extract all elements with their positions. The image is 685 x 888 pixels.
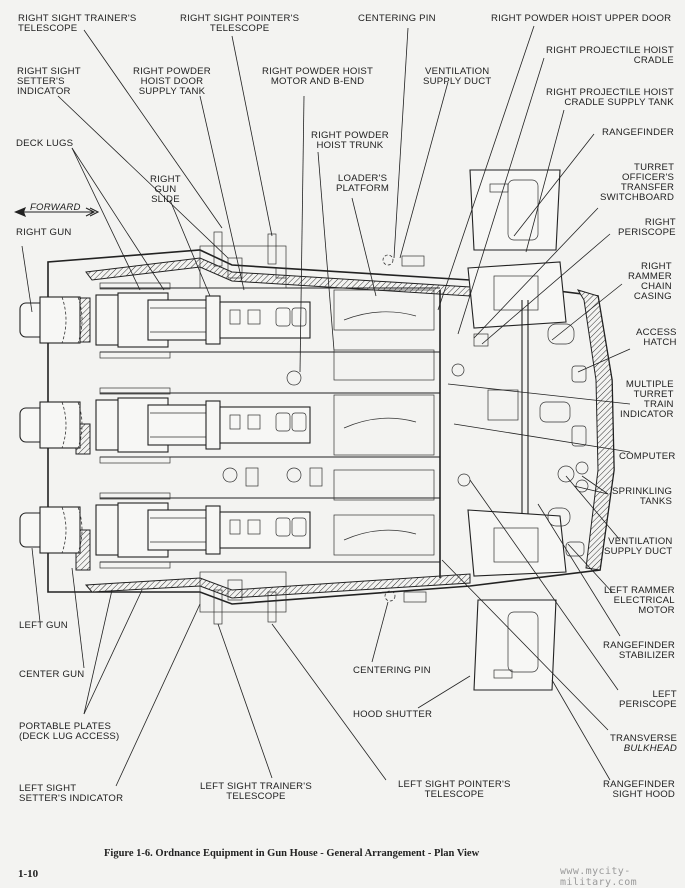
right-sight-station <box>199 231 287 289</box>
label-right-projectile-hoist-cradle-supply-tank: RIGHT PROJECTILE HOIST CRADLE SUPPLY TAN… <box>546 87 674 108</box>
label-left-rammer-electrical-motor: LEFT RAMMER ELECTRICAL MOTOR <box>604 585 675 616</box>
label-right-powder-hoist-upper-door: RIGHT POWDER HOIST UPPER DOOR <box>491 13 672 24</box>
rangefinder-hood-left <box>473 599 557 691</box>
rear-machinery <box>451 261 589 577</box>
label-right-powder-hoist-door-supply-tank: RIGHT POWDER HOIST DOOR SUPPLY TANK <box>133 66 211 97</box>
label-rangefinder-sight-hood: RANGEFINDER SIGHT HOOD <box>603 779 676 800</box>
label-right-gun-slide: RIGHT GUN SLIDE <box>150 174 181 205</box>
label-access-hatch: ACCESS HATCH <box>636 327 677 348</box>
label-right-gun: RIGHT GUN <box>16 227 72 238</box>
forward-arrow <box>14 207 100 217</box>
label-centering-pin-top: CENTERING PIN <box>358 13 436 24</box>
label-right-rammer-chain-casing: RIGHT RAMMER CHAIN CASING <box>628 261 672 302</box>
leader-lines <box>21 25 631 787</box>
label-forward: FORWARD <box>30 202 81 213</box>
rangefinder-hood-right <box>469 169 561 251</box>
label-ventilation-supply-duct-top: VENTILATION SUPPLY DUCT <box>423 66 492 87</box>
label-rangefinder-stabilizer: RANGEFINDER STABILIZER <box>603 640 676 661</box>
label-left-sight-trainers-telescope: LEFT SIGHT TRAINER'S TELESCOPE <box>200 781 312 802</box>
label-center-gun: CENTER GUN <box>19 669 85 680</box>
right-gun-assembly <box>19 282 440 359</box>
label-transverse: TRANSVERSE <box>610 733 678 744</box>
label-right-sight-pointers-telescope: RIGHT SIGHT POINTER'S TELESCOPE <box>180 13 300 34</box>
label-right-powder-hoist-trunk: RIGHT POWDER HOIST TRUNK <box>311 130 389 151</box>
label-bulkhead: BULKHEAD <box>623 743 678 754</box>
label-deck-lugs: DECK LUGS <box>16 138 74 149</box>
label-portable-plates: PORTABLE PLATES (DECK LUG ACCESS) <box>19 721 120 742</box>
page-number: 1-10 <box>18 868 39 880</box>
label-loaders-platform: LOADER'S PLATFORM <box>336 173 390 194</box>
label-ventilation-supply-duct-right: VENTILATION SUPPLY DUCT <box>604 536 673 557</box>
left-gun-assembly <box>19 492 440 569</box>
label-computer: COMPUTER <box>619 451 676 462</box>
label-right-projectile-hoist-cradle: RIGHT PROJECTILE HOIST CRADLE <box>546 45 674 66</box>
label-left-gun: LEFT GUN <box>19 620 68 631</box>
label-turret-officers-transfer-switchboard: TURRET OFFICER'S TRANSFER SWITCHBOARD <box>600 162 675 203</box>
label-left-periscope: LEFT PERISCOPE <box>619 689 677 710</box>
label-sprinkling-tanks: SPRINKLING TANKS <box>612 486 673 507</box>
watermark: www.mycity-military.com <box>560 866 638 888</box>
left-sight-station <box>199 571 287 625</box>
label-hood-shutter: HOOD SHUTTER <box>353 709 433 720</box>
label-right-sight-trainers-telescope: RIGHT SIGHT TRAINER'S TELESCOPE <box>18 13 137 34</box>
label-right-sight-setters-indicator: RIGHT SIGHT SETTER'S INDICATOR <box>17 66 81 97</box>
label-multiple-turret-train-indicator: MULTIPLE TURRET TRAIN INDICATOR <box>620 379 674 420</box>
label-rangefinder: RANGEFINDER <box>602 127 675 138</box>
figure-caption: Figure 1-6. Ordnance Equipment in Gun Ho… <box>104 848 480 859</box>
label-right-periscope: RIGHT PERISCOPE <box>618 217 676 238</box>
label-left-sight-pointers-telescope: LEFT SIGHT POINTER'S TELESCOPE <box>398 779 511 800</box>
label-right-powder-hoist-motor-and-b-end: RIGHT POWDER HOIST MOTOR AND B-END <box>262 66 374 87</box>
loading-area <box>222 254 435 603</box>
center-gun-assembly <box>19 387 440 464</box>
label-centering-pin-bottom: CENTERING PIN <box>353 665 431 676</box>
label-left-sight-setters-indicator: LEFT SIGHT SETTER'S INDICATOR <box>19 783 124 804</box>
